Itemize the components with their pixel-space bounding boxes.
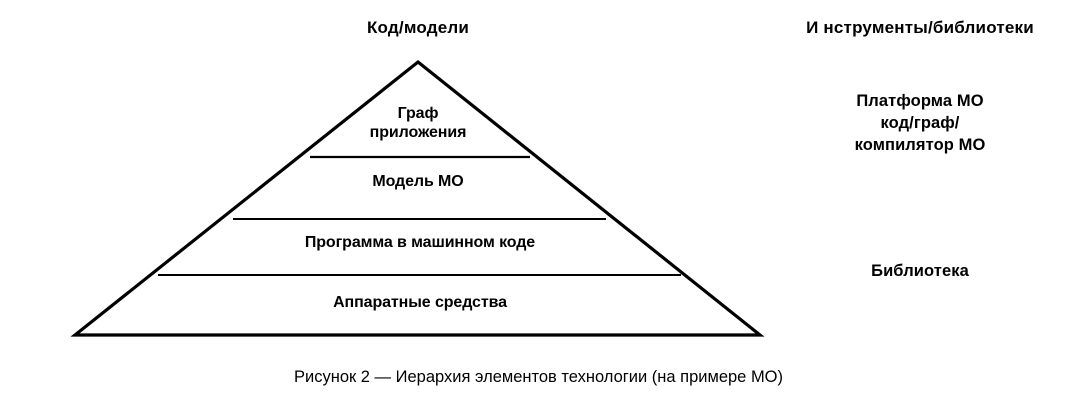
pyramid-tier-label-ml-model: Модель МО bbox=[372, 173, 464, 190]
column-header-tools-libraries: И нструменты/библиотеки bbox=[806, 18, 1034, 37]
pyramid-tier-label-hardware: Аппаратные средства bbox=[333, 294, 507, 311]
side-note-ml-platform: Платформа МО код/граф/ компилятор МО bbox=[854, 92, 986, 154]
figure-caption: Рисунок 2 — Иерархия элементов технологи… bbox=[293, 368, 784, 386]
pyramid-outline bbox=[70, 59, 765, 337]
column-header-code-models: Код/модели bbox=[366, 18, 470, 37]
pyramid-tier-label-application-graph: Граф приложения bbox=[369, 105, 467, 141]
pyramid-tier-label-machine-code-program: Программа в машинном коде bbox=[304, 234, 536, 251]
side-note-library: Библиотека bbox=[871, 262, 969, 280]
pyramid-diagram: Граф приложения Модель МО Программа в ма… bbox=[70, 59, 765, 337]
pyramid-graphic bbox=[70, 59, 765, 337]
